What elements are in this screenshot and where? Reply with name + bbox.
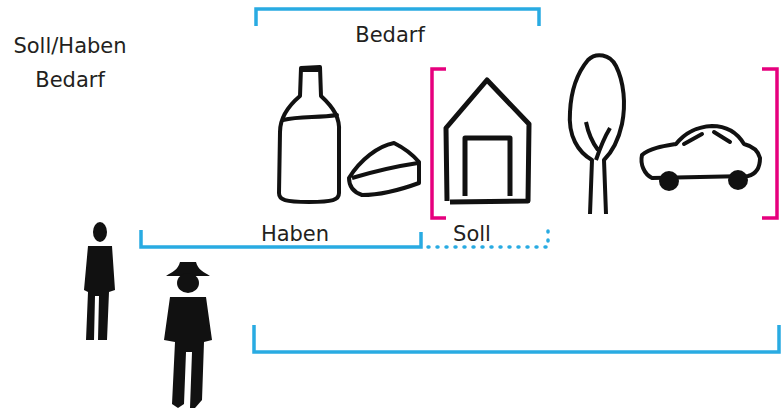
bracket-label: Soll: [437, 217, 507, 251]
car-icon: [641, 126, 760, 191]
person-figure: [84, 222, 115, 340]
cheese-icon: [349, 143, 419, 195]
tree-icon: [570, 55, 624, 214]
house-icon: [446, 80, 529, 202]
bracket-label: Bedarf: [335, 18, 445, 52]
bottle-icon: [279, 67, 339, 202]
person-figure: [164, 262, 212, 408]
magenta-bracket: [762, 69, 777, 218]
diagram-title: Soll/Haben Bedarf: [2, 29, 138, 97]
cyan-bracket: [254, 325, 779, 352]
bracket-label: Haben: [240, 217, 350, 251]
